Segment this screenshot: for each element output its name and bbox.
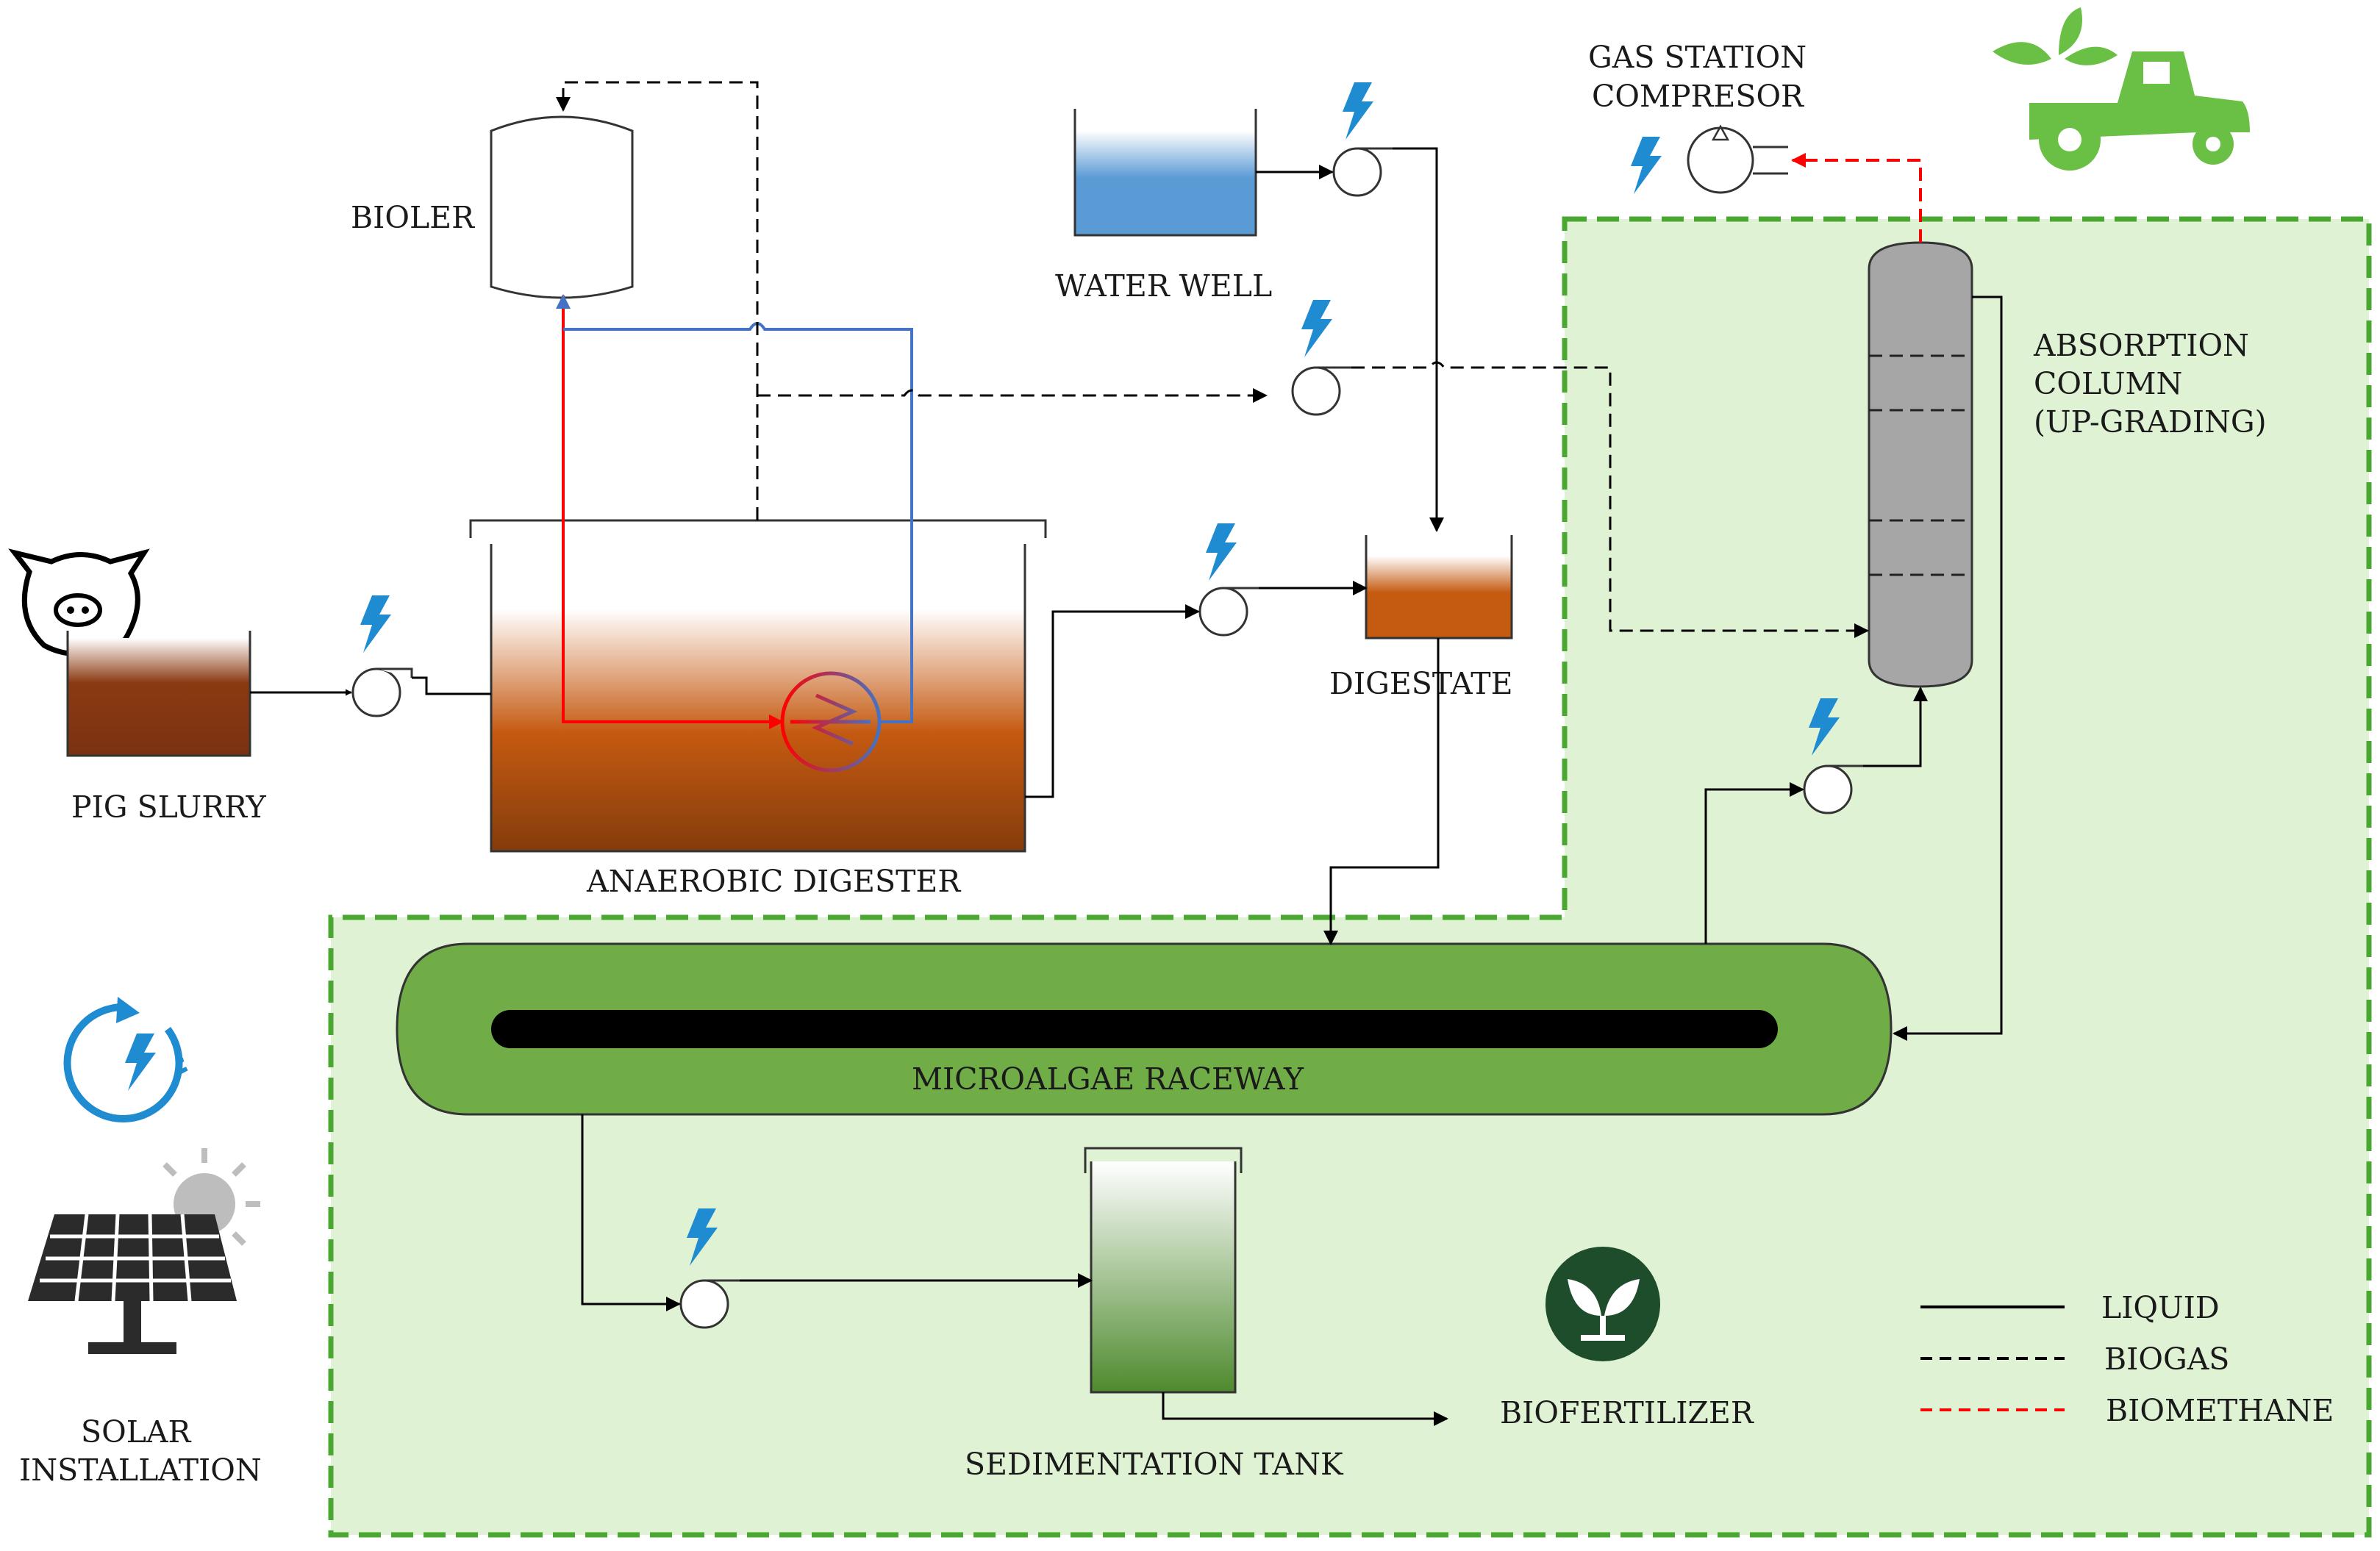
pump-column — [1803, 764, 1863, 814]
gas-station-label-1: GAS STATION — [1588, 40, 1807, 75]
absorption-label-3: (UP-GRADING) — [2034, 404, 2267, 440]
absorption-label-2: COLUMN — [2034, 366, 2182, 401]
digestate-label: DIGESTATE — [1329, 666, 1513, 701]
power-bolt-icon — [1206, 523, 1237, 581]
line-digester-to-gas-pump — [757, 388, 1268, 403]
legend-liquid: LIQUID — [2101, 1290, 2220, 1325]
biofertilizer-label: BIOFERTILIZER — [1500, 1395, 1754, 1430]
line-gas-pump-to-column — [1351, 361, 1869, 638]
power-bolt-icon — [360, 595, 391, 653]
water-well-label: WATER WELL — [1055, 268, 1272, 304]
absorption-label-1: ABSORPTION — [2033, 328, 2249, 363]
pump-digestate — [1198, 587, 1259, 637]
pump-biogas — [1291, 366, 1351, 416]
tractor-icon — [1993, 7, 2250, 171]
anaerobic-digester — [469, 519, 1047, 853]
sedimentation-tank-label: SEDIMENTATION TANK — [965, 1447, 1344, 1482]
line-raceway-to-sed-pump — [581, 1114, 681, 1311]
microalgae-raceway — [396, 942, 1893, 1116]
pig-icon — [8, 548, 150, 657]
microalgae-raceway-label: MICROALGAE RACEWAY — [912, 1061, 1304, 1097]
pig-slurry-label: PIG SLURRY — [71, 789, 267, 825]
line-digestate-to-raceway — [1323, 638, 1440, 945]
line-raceway-to-pump — [1704, 782, 1804, 944]
compressor-icon — [1687, 124, 1788, 194]
pig-slurry-tank — [66, 631, 251, 757]
line-digester-to-pump — [1025, 604, 1200, 798]
cold-water-line — [563, 322, 913, 723]
line-pump-to-digester — [412, 676, 491, 695]
renewable-energy-icon — [63, 997, 189, 1122]
solar-label-1: SOLAR — [81, 1414, 192, 1450]
legend-biomethane: BIOMETHANE — [2106, 1393, 2334, 1428]
pump-slurry — [351, 667, 413, 717]
pump-water — [1332, 147, 1393, 197]
power-bolt-icon — [1343, 82, 1373, 140]
gas-station-label-2: COMPRESOR — [1592, 79, 1804, 114]
power-bolt-icon — [1631, 137, 1662, 194]
boiler-label: BIOLER — [351, 200, 475, 235]
line-digester-to-boiler-gas — [556, 81, 759, 520]
anaerobic-digester-label: ANAEROBIC DIGESTER — [586, 864, 961, 899]
line-column-to-compressor — [1791, 153, 1922, 243]
legend: LIQUID BIOGAS BIOMETHANE — [1920, 1290, 2334, 1428]
microalgae-zone — [328, 216, 2372, 1538]
hot-water-line — [556, 294, 781, 723]
power-bolt-icon — [1301, 300, 1332, 357]
line-sed-to-biofertilizer — [1162, 1392, 1448, 1426]
line-pump-to-digestate-top — [1393, 147, 1444, 532]
solar-label-2: INSTALLATION — [19, 1453, 262, 1488]
sedimentation-tank — [1084, 1147, 1243, 1394]
water-well-tank — [1073, 109, 1257, 237]
sprout-icon — [1545, 1247, 1660, 1361]
line-pump-to-column — [1863, 687, 1928, 767]
line-column-to-raceway — [1893, 295, 2003, 1041]
absorption-column — [1868, 241, 1973, 688]
digestate-tank — [1365, 535, 1513, 640]
solar-panel-icon — [28, 1214, 237, 1354]
boiler — [490, 115, 634, 299]
legend-biogas: BIOGAS — [2104, 1342, 2229, 1377]
pump-sedimentation — [679, 1279, 740, 1329]
